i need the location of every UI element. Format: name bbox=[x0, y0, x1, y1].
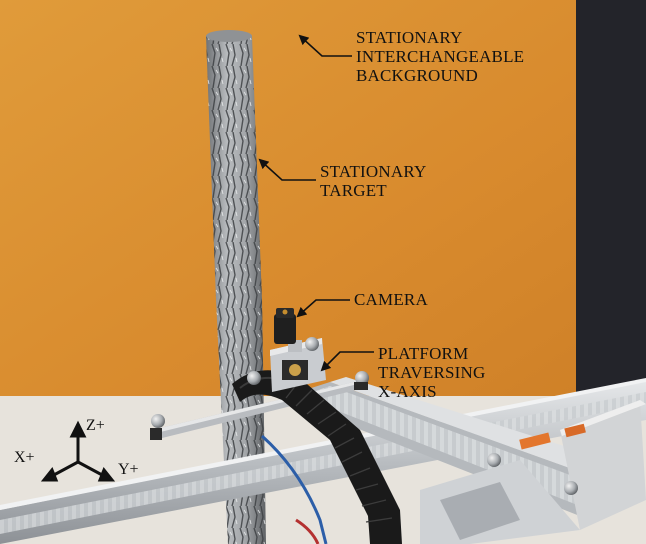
label-background-line-2: INTERCHANGEABLE bbox=[356, 47, 525, 66]
coordinate-axes bbox=[40, 420, 116, 482]
label-platform-line-1: PLATFORM bbox=[378, 344, 469, 363]
label-target-line-2: TARGET bbox=[320, 181, 387, 200]
label-background: STATIONARY INTERCHANGEABLE BACKGROUND bbox=[356, 28, 524, 85]
axis-y-label: Y+ bbox=[118, 461, 139, 478]
label-camera: CAMERA bbox=[354, 290, 428, 309]
cable-chain bbox=[232, 370, 402, 544]
label-platform-line-3: X-AXIS bbox=[378, 382, 437, 401]
label-camera-line-1: CAMERA bbox=[354, 290, 428, 309]
label-target-line-1: STATIONARY bbox=[320, 162, 427, 181]
camera-body bbox=[274, 314, 296, 344]
camera-platform bbox=[247, 308, 578, 495]
axis-x-label: X+ bbox=[14, 449, 35, 466]
label-target: STATIONARY TARGET bbox=[320, 162, 426, 200]
label-platform: PLATFORM TRAVERSING X-AXIS bbox=[378, 344, 485, 401]
annotation-leaders bbox=[258, 34, 374, 372]
label-background-line-3: BACKGROUND bbox=[356, 66, 478, 85]
x-axis-traverse-rail bbox=[280, 377, 646, 544]
tree-trunk-target bbox=[206, 30, 266, 544]
label-platform-line-2: TRAVERSING bbox=[378, 363, 486, 382]
axis-z-label: Z+ bbox=[86, 417, 105, 434]
label-background-line-1: STATIONARY bbox=[356, 28, 463, 47]
